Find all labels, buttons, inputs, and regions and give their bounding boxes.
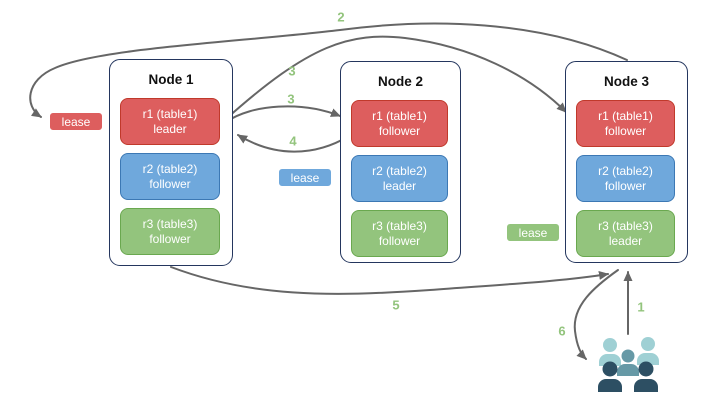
node-2-replica-r1: r1 (table1) follower xyxy=(351,100,448,147)
node-3-title: Node 3 xyxy=(603,74,649,89)
replica-name: r1 (table1) xyxy=(598,108,653,123)
replica-role: leader xyxy=(608,233,643,248)
replica-name: r1 (table1) xyxy=(142,106,198,121)
replica-role: follower xyxy=(149,231,191,246)
arrow-step-5-node1-to-node3 xyxy=(170,266,609,295)
replica-role: follower xyxy=(604,178,647,193)
replica-name: r3 (table3) xyxy=(598,218,653,233)
arrow-step-3-node1-to-node2 xyxy=(225,105,341,123)
lease-label-table1: lease xyxy=(49,112,103,131)
node-2: Node 2 r1 (table1) follower r2 (table2) … xyxy=(340,61,461,263)
node-2-replica-r3: r3 (table3) follower xyxy=(351,210,448,257)
step-label-5: 5 xyxy=(392,297,400,313)
replica-role: leader xyxy=(382,178,417,193)
replica-name: r2 (table2) xyxy=(598,163,653,178)
node-3: Node 3 r1 (table1) follower r2 (table2) … xyxy=(565,61,688,263)
node-1: Node 1 r1 (table1) leader r2 (table2) fo… xyxy=(109,59,233,266)
users-icon xyxy=(598,337,659,392)
node-1-replica-r1: r1 (table1) leader xyxy=(120,98,220,145)
node-2-replica-r2: r2 (table2) leader xyxy=(351,155,448,202)
node-3-replica-r1: r1 (table1) follower xyxy=(576,100,675,147)
replica-name: r3 (table3) xyxy=(142,216,198,231)
step-label-1: 1 xyxy=(637,299,645,315)
replica-name: r1 (table1) xyxy=(372,108,427,123)
replica-role: leader xyxy=(153,121,187,136)
replica-name: r2 (table2) xyxy=(142,161,198,176)
replica-role: follower xyxy=(149,176,191,191)
replica-role: follower xyxy=(604,123,647,138)
node-1-replica-r2: r2 (table2) follower xyxy=(120,153,220,200)
node-1-replica-r3: r3 (table3) follower xyxy=(120,208,220,255)
node-3-replica-r2: r2 (table2) follower xyxy=(576,155,675,202)
lease-label-table2: lease xyxy=(278,168,332,187)
replica-role: follower xyxy=(378,123,421,138)
step-label-3b: 3 xyxy=(287,91,295,107)
replica-role: follower xyxy=(378,233,421,248)
step-label-2: 2 xyxy=(337,9,345,25)
arrow-step-6-node3-to-users xyxy=(573,269,619,360)
step-label-6: 6 xyxy=(558,323,566,339)
replica-name: r3 (table3) xyxy=(372,218,427,233)
replica-name: r2 (table2) xyxy=(372,163,427,178)
step-label-4: 4 xyxy=(289,133,297,149)
lease-label-table3: lease xyxy=(506,223,560,242)
node-1-title: Node 1 xyxy=(148,72,194,87)
node-2-title: Node 2 xyxy=(377,74,423,89)
node-3-replica-r3: r3 (table3) leader xyxy=(576,210,675,257)
step-label-3a: 3 xyxy=(288,63,296,79)
